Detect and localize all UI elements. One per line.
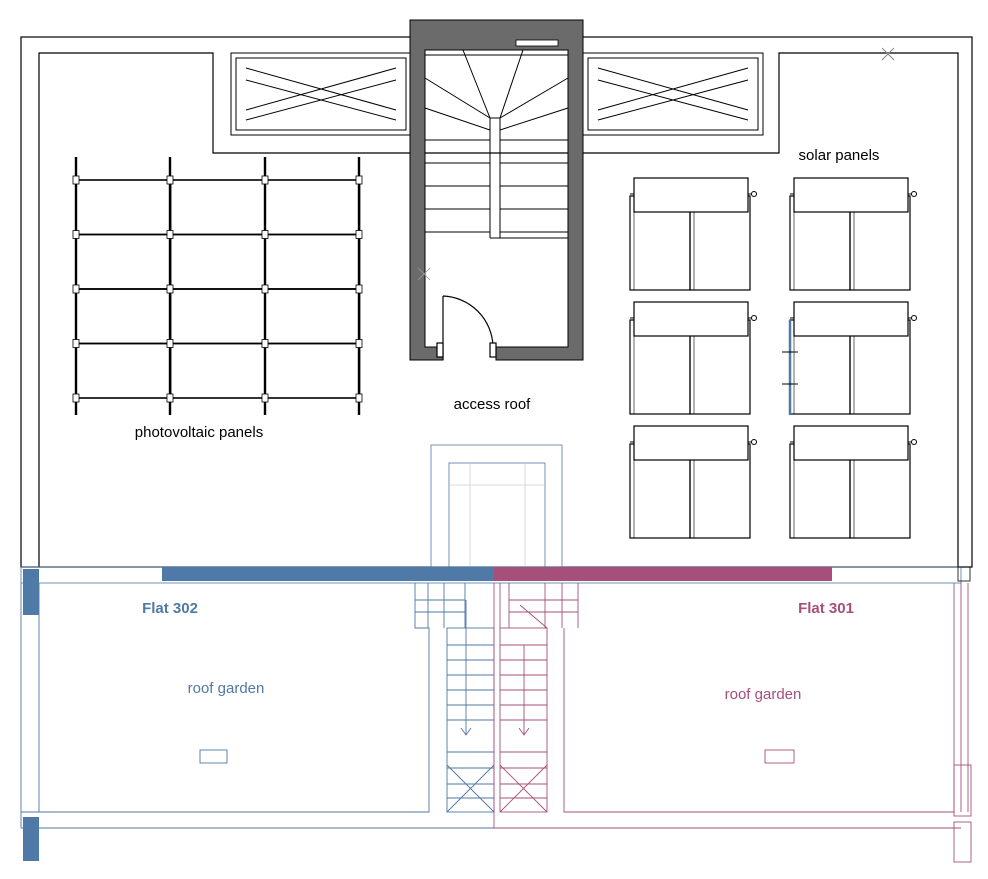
pv-bracket	[355, 284, 363, 294]
pv-panel	[169, 179, 266, 236]
pv-bracket	[166, 339, 174, 348]
stair-core-walls	[409, 19, 584, 361]
pv-bracket	[355, 175, 363, 185]
solar-panels-label: solar panels	[799, 147, 880, 164]
skylight-right	[582, 52, 764, 136]
pv-bracket	[72, 230, 80, 239]
flat-301-roof-garden: roof garden	[725, 686, 802, 703]
solar-panel-unit	[789, 301, 917, 415]
solar-panel-unit	[629, 177, 757, 291]
flat-302-roof-garden: roof garden	[188, 680, 265, 697]
flat-302-title: Flat 302	[142, 600, 198, 617]
pv-panel	[264, 288, 361, 345]
pv-bracket	[166, 393, 174, 403]
pv-bracket	[72, 175, 80, 185]
flat-302-parapet	[162, 567, 494, 581]
pv-panel	[264, 233, 361, 290]
flat-302	[20, 583, 495, 829]
access-door	[436, 295, 497, 360]
pv-panel	[75, 179, 172, 236]
photovoltaic-panels	[72, 157, 363, 415]
pv-bracket	[355, 339, 363, 348]
pv-bracket	[261, 284, 269, 294]
solar-panels	[629, 177, 917, 539]
pv-bracket	[261, 230, 269, 239]
pv-bracket	[72, 393, 80, 403]
pv-panel	[75, 288, 172, 345]
parapet-band	[20, 566, 971, 861]
pv-bracket	[261, 393, 269, 403]
corner-mark	[881, 47, 895, 61]
pv-bracket	[355, 393, 363, 403]
pv-bracket	[72, 284, 80, 294]
pv-bracket	[72, 339, 80, 348]
skylight-left	[230, 52, 412, 136]
solar-panel-unit	[789, 425, 917, 539]
pv-panel	[169, 233, 266, 290]
pv-bracket	[261, 339, 269, 348]
solar-panel-unit	[629, 301, 757, 415]
pv-bracket	[166, 230, 174, 239]
pv-bracket	[166, 284, 174, 294]
flat-301-title: Flat 301	[798, 600, 854, 617]
photovoltaic-label: photovoltaic panels	[135, 424, 263, 441]
flat-301	[493, 583, 972, 863]
pv-bracket	[261, 175, 269, 185]
pv-panel	[264, 342, 361, 399]
stair-opening	[430, 444, 563, 568]
pv-panel	[169, 288, 266, 345]
pv-bracket	[166, 175, 174, 185]
solar-panel-unit	[629, 425, 757, 539]
stair-core	[409, 19, 584, 361]
pv-panel	[75, 233, 172, 290]
flat-301-parapet	[494, 567, 832, 581]
pv-panel	[75, 342, 172, 399]
access-roof-label: access roof	[454, 396, 532, 413]
pv-panel	[264, 179, 361, 236]
pv-bracket	[355, 230, 363, 239]
pv-panel	[169, 342, 266, 399]
solar-panel-unit	[789, 177, 917, 291]
